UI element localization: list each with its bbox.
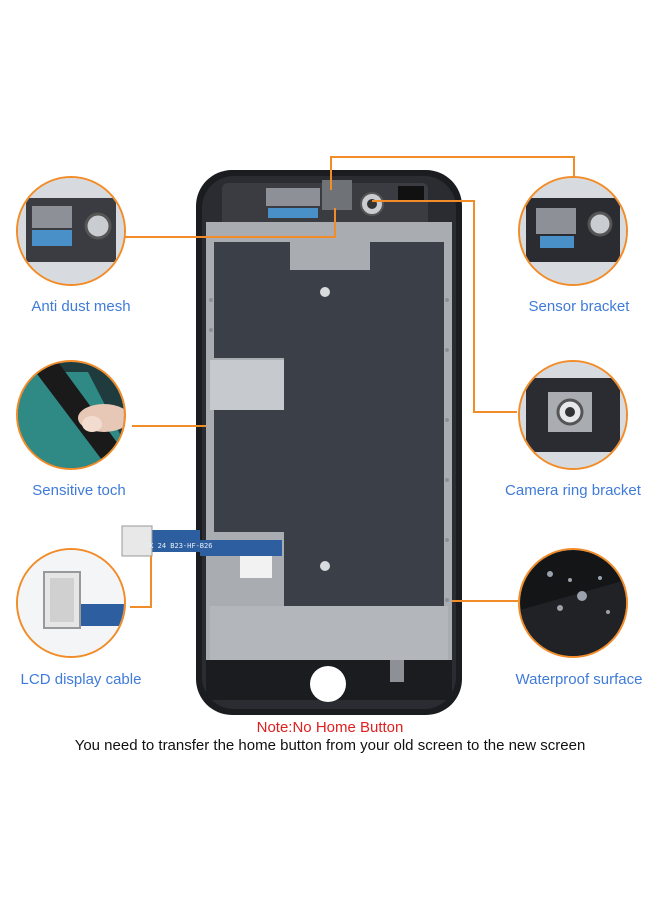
water-drops-icon bbox=[520, 550, 626, 656]
cable-icon bbox=[18, 550, 124, 656]
label-anti-dust-mesh: Anti dust mesh bbox=[31, 298, 131, 315]
label-sensitive-touch: Sensitive toch bbox=[32, 482, 126, 499]
sensitive-touch-closeup bbox=[16, 360, 126, 470]
leader-cable-h bbox=[130, 606, 152, 608]
camera-ring-icon bbox=[520, 362, 626, 468]
mesh-icon bbox=[18, 178, 124, 284]
cable-print-upper: JK 24 B23-HF-B26 bbox=[145, 542, 212, 550]
label-waterproof-surface: Waterproof surface bbox=[515, 671, 643, 688]
leader-water-h bbox=[452, 600, 518, 602]
label-camera-ring-bracket: Camera ring bracket bbox=[505, 482, 641, 499]
label-lcd-display-cable: LCD display cable bbox=[20, 671, 142, 688]
leader-sensor-v2 bbox=[573, 156, 575, 178]
leader-anti-dust-h bbox=[120, 236, 336, 238]
leader-camera-h2 bbox=[473, 411, 517, 413]
sensor-bracket bbox=[322, 180, 352, 210]
bracket-icon bbox=[520, 178, 626, 284]
leader-anti-dust-v bbox=[334, 208, 336, 238]
camera-ring-bracket-closeup bbox=[518, 360, 628, 470]
leader-camera-v bbox=[473, 200, 475, 412]
note-title: Note:No Home Button bbox=[256, 719, 404, 736]
anti-dust-mesh-closeup bbox=[16, 176, 126, 286]
leader-sensor-h1 bbox=[330, 156, 574, 158]
label-sensor-bracket: Sensor bracket bbox=[528, 298, 630, 315]
shield-plate bbox=[210, 360, 284, 410]
lcd-display-cable-closeup bbox=[16, 548, 126, 658]
leader-sensor-v bbox=[330, 156, 332, 190]
sensor-bracket-closeup bbox=[518, 176, 628, 286]
dark-panel bbox=[214, 242, 444, 606]
finger-touch-icon bbox=[18, 362, 124, 468]
note-text: You need to transfer the home button fro… bbox=[74, 737, 586, 754]
home-button-cutout bbox=[310, 666, 346, 702]
leader-camera-h bbox=[372, 200, 474, 202]
leader-touch-h bbox=[132, 425, 206, 427]
waterproof-surface-closeup bbox=[518, 548, 628, 658]
leader-cable-v bbox=[150, 556, 152, 608]
flex-cable-lower bbox=[200, 540, 282, 556]
